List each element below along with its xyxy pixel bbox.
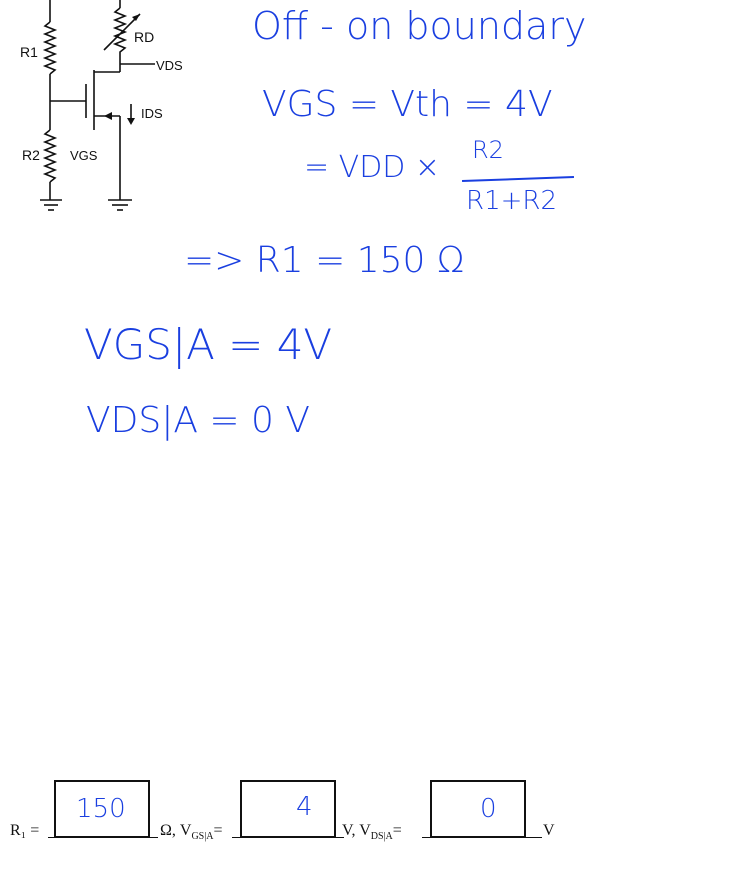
vds-answer-value: 0: [480, 794, 497, 824]
fraction-bar: [461, 176, 575, 182]
vgs-label: VGS: [70, 148, 98, 163]
handwritten-heading: Off - on boundary: [252, 4, 587, 48]
r1-answer-label: R₁ =: [10, 822, 40, 839]
handwritten-line-divider-prefix: = VDD ×: [304, 150, 441, 185]
r1-answer-value: 150: [76, 794, 126, 824]
handwritten-fraction-numerator: R2: [472, 136, 504, 164]
ohm-separator: Ω, VGS|A=: [160, 822, 223, 843]
vds-answer-box[interactable]: 0: [430, 780, 526, 838]
r2-label: R2: [22, 147, 40, 163]
ids-label: IDS: [141, 106, 163, 121]
rd-label: RD: [134, 29, 154, 45]
handwritten-line-vgs-at-a: VGS|A = 4V: [84, 320, 333, 369]
handwritten-line-r1-result: => R1 = 150 Ω: [184, 240, 465, 281]
v-unit: V: [543, 822, 555, 839]
handwritten-line-vds-at-a: VDS|A = 0 V: [86, 400, 310, 441]
r2-resistor: [42, 129, 58, 183]
vgs-answer-value: 4: [296, 792, 313, 822]
r1-answer-box[interactable]: 150: [54, 780, 150, 838]
vgs-answer-box[interactable]: 4: [240, 780, 336, 838]
answer-row: R₁ = 150 Ω, VGS|A= 4 V, VDS|A= 0 V: [10, 778, 730, 842]
r1-label: R1: [20, 44, 38, 60]
vds-label: VDS: [156, 58, 183, 73]
rd-resistor: [112, 7, 128, 56]
handwritten-fraction-denominator: R1+R2: [466, 186, 557, 216]
mosfet-circuit-diagram: R1 R2 RD VDS VGS IDS: [20, 0, 183, 211]
r1-resistor: [42, 21, 58, 75]
handwritten-line-vgs-vth: VGS = Vth = 4V: [262, 84, 553, 125]
v-separator: V, VDS|A=: [342, 822, 402, 843]
